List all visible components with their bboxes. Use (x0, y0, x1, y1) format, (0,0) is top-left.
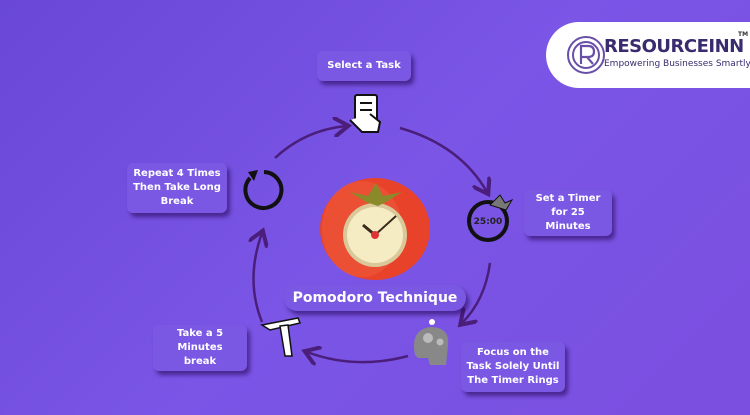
tomato-timer-icon: 25:00 (467, 194, 514, 242)
step-select-task: Select a Task (317, 51, 411, 81)
arrow-3 (307, 352, 409, 362)
head-gears-icon (414, 319, 449, 365)
time-out-hand-icon (259, 317, 302, 357)
brand-logo: RESOURCEINN TM Empowering Businesses Sma… (546, 22, 750, 88)
repeat-arrow-icon (243, 170, 284, 210)
step-label: Repeat 4 Times Then Take Long Break (133, 168, 221, 207)
step-label: Set a Timer for 25 Minutes (535, 193, 601, 232)
step-repeat: Repeat 4 Times Then Take Long Break (127, 163, 227, 213)
step-set-timer: Set a Timer for 25 Minutes (524, 190, 612, 236)
step-short-break: Take a 5 Minutes break (153, 325, 247, 371)
step-label: Take a 5 Minutes break (176, 328, 224, 367)
arrow-5 (274, 126, 346, 159)
page-title: Pomodoro Technique (284, 285, 466, 311)
arrow-1 (399, 126, 487, 192)
brand-name: RESOURCEINN (604, 36, 744, 57)
step-focus: Focus on the Task Solely Until The Timer… (461, 342, 565, 392)
checklist-phone-icon (349, 94, 382, 133)
brand-mark-icon (567, 36, 605, 74)
step-label: Focus on the Task Solely Until The Timer… (466, 347, 560, 386)
brand-tagline: Empowering Businesses Smartly (604, 59, 750, 69)
trademark: TM (738, 31, 749, 38)
arrow-4 (254, 233, 263, 323)
arrow-2 (462, 262, 492, 323)
timer-readout: 25:00 (474, 217, 503, 227)
tomato-clock-illustration (320, 178, 430, 280)
step-label: Select a Task (327, 60, 401, 71)
